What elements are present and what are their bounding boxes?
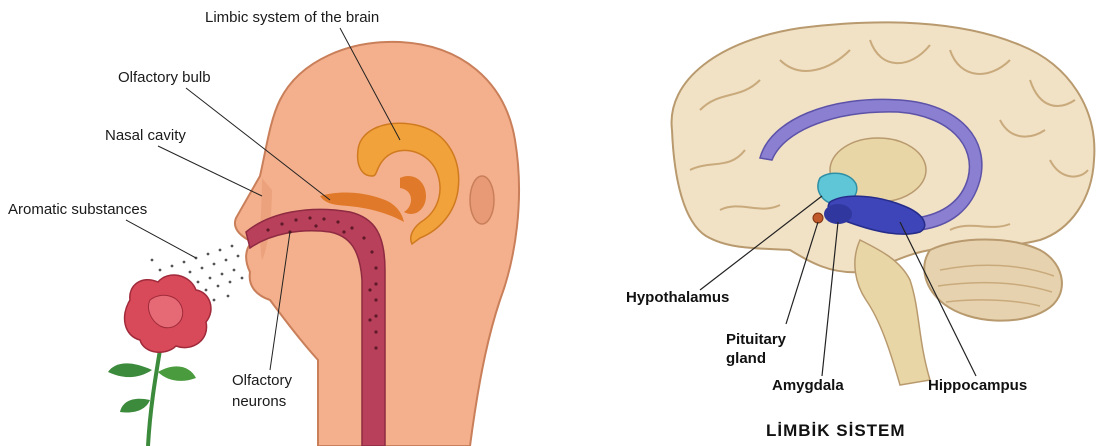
rose-leaf-right <box>158 366 196 381</box>
amygdala <box>824 204 852 224</box>
label-pituitary-line2: gland <box>726 350 766 367</box>
limbic-system-diagram: Hypothalamus Pituitary gland Amygdala Hi… <box>626 22 1094 440</box>
label-olfactory-neurons-line2: neurons <box>232 393 286 410</box>
label-olfactory-bulb: Olfactory bulb <box>118 69 211 86</box>
label-hypothalamus: Hypothalamus <box>626 289 729 306</box>
label-hippocampus: Hippocampus <box>928 377 1027 394</box>
diagram-caption: LİMBİK SİSTEM <box>766 421 906 440</box>
olfaction-diagram: Limbic system of the brain Olfactory bul… <box>8 9 519 446</box>
cerebellum <box>924 240 1062 321</box>
label-pituitary-line1: Pituitary <box>726 331 787 348</box>
ear <box>470 176 494 224</box>
pituitary-gland <box>813 213 823 223</box>
brainstem <box>855 240 930 385</box>
rose-stem <box>148 350 160 446</box>
rose-leaf-lower <box>120 399 150 413</box>
rose-leaf-left <box>108 363 152 377</box>
label-amygdala: Amygdala <box>772 377 844 394</box>
label-nasal-cavity: Nasal cavity <box>105 127 186 144</box>
label-olfactory-neurons-line1: Olfactory <box>232 372 293 389</box>
label-limbic-system: Limbic system of the brain <box>205 9 379 26</box>
rose-flower <box>108 275 211 446</box>
label-aromatic-substances: Aromatic substances <box>8 201 147 218</box>
